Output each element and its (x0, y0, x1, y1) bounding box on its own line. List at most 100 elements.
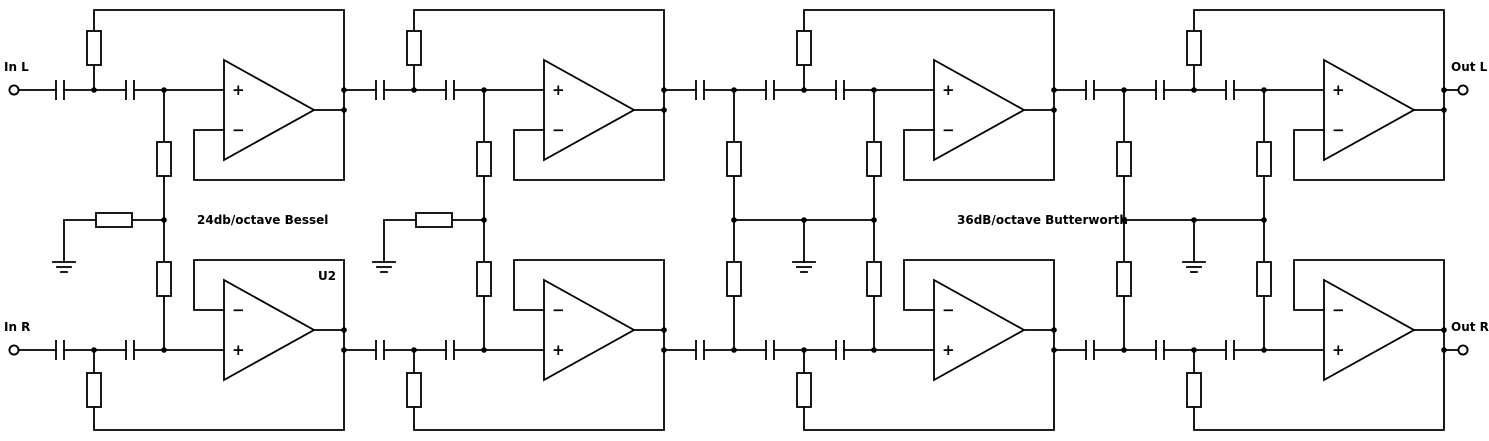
junction-dot (731, 217, 737, 223)
capacitor (55, 340, 65, 360)
wire (903, 259, 1055, 331)
bessel-caption: 24db/octave Bessel (197, 213, 328, 227)
resistor (1116, 141, 1132, 177)
terminal (8, 84, 20, 96)
wire (1193, 349, 1445, 431)
opamp-reference-label: U2 (318, 269, 336, 283)
opamp-plus-sign: + (232, 341, 245, 359)
opamp-minus-sign: − (1332, 301, 1345, 319)
opamp-plus-sign: + (1332, 81, 1345, 99)
wire (513, 109, 665, 181)
resistor (1256, 261, 1272, 297)
opamp-minus-sign: − (552, 301, 565, 319)
terminal (8, 344, 20, 356)
opamp-plus-sign: + (552, 341, 565, 359)
resistor (476, 141, 492, 177)
opamp-plus-sign: + (942, 81, 955, 99)
resistor (726, 141, 742, 177)
output-right-label: Out R (1451, 320, 1489, 334)
opamp-body (543, 58, 636, 162)
resistor (1116, 261, 1132, 297)
junction-dot (1121, 217, 1127, 223)
wire (513, 259, 665, 331)
ground-symbol (372, 261, 396, 273)
resistor (1256, 141, 1272, 177)
capacitor (55, 80, 65, 100)
opamp: −+ (543, 278, 636, 382)
resistor (156, 261, 172, 297)
resistor (726, 261, 742, 297)
resistor (406, 30, 422, 66)
opamp-plus-sign: + (552, 81, 565, 99)
resistor (1186, 372, 1202, 408)
resistor (796, 30, 812, 66)
wire (413, 9, 665, 91)
capacitor (125, 340, 135, 360)
capacitor (1155, 340, 1165, 360)
opamp-body (1323, 278, 1416, 382)
opamp-body (223, 278, 316, 382)
opamp-body (543, 278, 636, 382)
ground-symbol (1182, 261, 1206, 273)
resistor (86, 30, 102, 66)
wire (93, 9, 345, 91)
wire (193, 109, 345, 181)
wire (1293, 109, 1445, 181)
capacitor (1085, 340, 1095, 360)
opamp: +− (933, 58, 1026, 162)
capacitor (445, 340, 455, 360)
wire (803, 9, 1055, 91)
wire (1193, 9, 1445, 91)
opamp-minus-sign: − (232, 301, 245, 319)
opamp-minus-sign: − (942, 121, 955, 139)
resistor (415, 212, 453, 228)
capacitor (695, 80, 705, 100)
resistor (156, 141, 172, 177)
opamp-body (933, 58, 1026, 162)
resistor (796, 372, 812, 408)
input-right-label: In R (4, 320, 30, 334)
butterworth-caption: 36dB/octave Butterworth (957, 213, 1128, 227)
opamp-plus-sign: + (942, 341, 955, 359)
resistor (1186, 30, 1202, 66)
wire (93, 349, 345, 431)
opamp-minus-sign: − (552, 121, 565, 139)
wire (413, 349, 665, 431)
output-left-label: Out L (1451, 60, 1488, 74)
circuit-drawing: +−−++−−++−−++−−+ (8, 9, 1469, 431)
ground-symbol (52, 261, 76, 273)
opamp: +− (1323, 58, 1416, 162)
junction-dot (1261, 217, 1267, 223)
wire (193, 259, 345, 331)
capacitor (835, 80, 845, 100)
capacitor (835, 340, 845, 360)
wire (903, 109, 1055, 181)
wire (1293, 259, 1445, 331)
resistor (866, 141, 882, 177)
resistor (866, 261, 882, 297)
resistor (476, 261, 492, 297)
input-left-label: In L (4, 60, 29, 74)
wire (803, 349, 1055, 431)
junction-dot (871, 217, 877, 223)
capacitor (1155, 80, 1165, 100)
opamp-plus-sign: + (1332, 341, 1345, 359)
terminal (1457, 344, 1469, 356)
capacitor (765, 340, 775, 360)
capacitor (1225, 340, 1235, 360)
opamp: −+ (933, 278, 1026, 382)
opamp-minus-sign: − (942, 301, 955, 319)
opamp-minus-sign: − (1332, 121, 1345, 139)
opamp-body (1323, 58, 1416, 162)
resistor (406, 372, 422, 408)
opamp-minus-sign: − (232, 121, 245, 139)
ground-symbol (792, 261, 816, 273)
capacitor (445, 80, 455, 100)
capacitor (375, 340, 385, 360)
opamp: +− (543, 58, 636, 162)
capacitor (765, 80, 775, 100)
capacitor (125, 80, 135, 100)
opamp: −+ (223, 278, 316, 382)
resistor (95, 212, 133, 228)
